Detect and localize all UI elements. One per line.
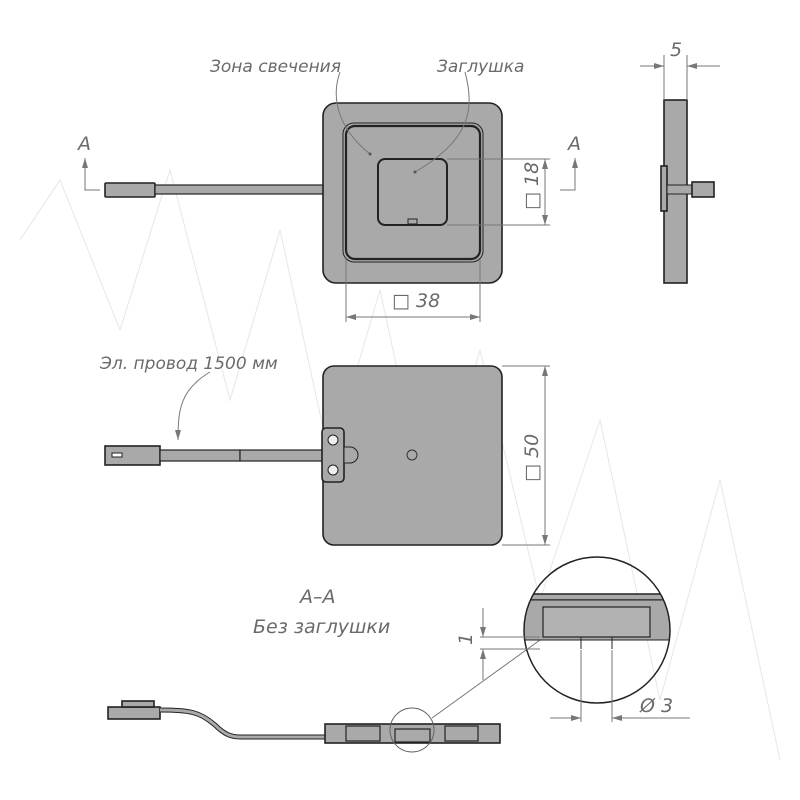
depth-dimension: 1 xyxy=(455,633,477,645)
glow-zone-label: Зона свечения xyxy=(210,57,341,77)
section-subtitle: Без заглушки xyxy=(253,616,390,638)
body-size-dimension: □ 50 xyxy=(521,434,543,482)
section-view xyxy=(107,639,541,753)
hole-diameter-dimension: Ø 3 xyxy=(639,695,673,717)
plug-size-dimension: □ 18 xyxy=(521,162,543,210)
plug-label: Заглушка xyxy=(437,57,524,77)
wire-label: Эл. провод 1500 мм xyxy=(99,354,278,374)
detail-view xyxy=(480,556,690,722)
top-view xyxy=(82,71,578,322)
section-mark-right: А xyxy=(566,133,581,155)
side-view xyxy=(640,55,720,284)
section-mark-left: А xyxy=(76,133,91,155)
section-title: А–А xyxy=(298,586,336,608)
glow-size-dimension: □ 38 xyxy=(392,290,440,312)
thickness-dimension: 5 xyxy=(670,39,682,61)
bottom-view xyxy=(104,365,550,546)
